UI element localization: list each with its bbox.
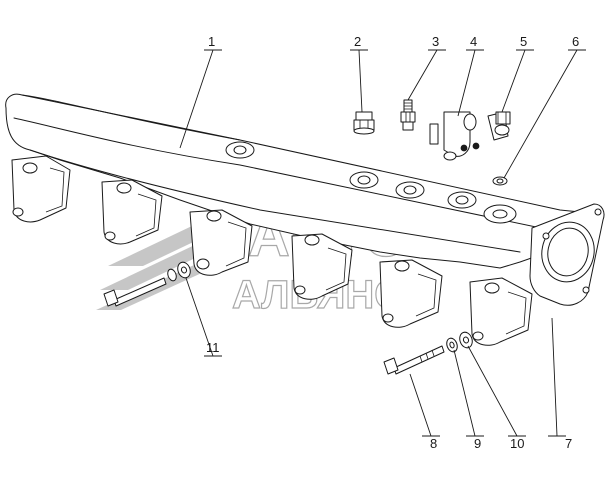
part-6-washer — [492, 176, 508, 186]
callout-4: 4 — [470, 34, 477, 49]
part-2-fitting — [353, 111, 375, 135]
callout-7: 7 — [565, 436, 572, 451]
manifold-body — [5, 93, 605, 346]
callout-3: 3 — [432, 34, 439, 49]
part-9-washer — [446, 337, 458, 353]
callout-1: 1 — [208, 34, 215, 49]
callout-8: 8 — [430, 436, 437, 451]
runner-2 — [101, 179, 163, 245]
callout-9: 9 — [474, 436, 481, 451]
callout-6: 6 — [572, 34, 579, 49]
runner-1 — [11, 155, 71, 223]
runner-3 — [189, 209, 253, 276]
callout-10: 10 — [510, 436, 524, 451]
part-5-elbow — [487, 111, 511, 141]
runner-4 — [291, 233, 353, 300]
leader-lines — [179, 49, 586, 437]
callout-numbers: 1 2 3 4 5 6 7 8 9 10 11 — [206, 34, 579, 451]
manifold-bosses — [225, 141, 517, 224]
part-8-bolt — [383, 345, 445, 375]
part-10-nut — [459, 331, 473, 349]
callout-5: 5 — [520, 34, 527, 49]
outlet-flange — [529, 203, 605, 306]
part-4-valve — [429, 111, 480, 161]
part-3-nipple — [400, 99, 416, 131]
callout-2: 2 — [354, 34, 361, 49]
part-11-bolt-set — [103, 261, 191, 307]
runner-6 — [469, 277, 533, 346]
callout-11: 11 — [206, 340, 220, 355]
runner-5 — [379, 259, 443, 328]
